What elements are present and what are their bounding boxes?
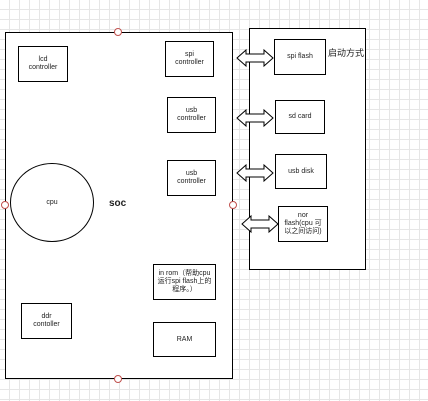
boot-title: 启动方式 bbox=[328, 48, 365, 58]
spi-flash-box[interactable]: spi flash bbox=[274, 39, 326, 75]
in-rom-label: in rom（帮助cpu 运行spi flash上的 程序。） bbox=[157, 270, 212, 293]
ram-label: RAM bbox=[176, 335, 193, 343]
usb-controller-label-2: usb controller bbox=[177, 170, 206, 185]
double-arrow-nor[interactable] bbox=[241, 214, 279, 234]
double-arrow-usb[interactable] bbox=[236, 163, 274, 183]
resize-handle-right[interactable] bbox=[229, 201, 237, 209]
sd-card-box[interactable]: sd card bbox=[275, 100, 325, 134]
lcd-controller-box[interactable]: lcd controller bbox=[18, 46, 68, 82]
usb-controller-box-1[interactable]: usb controller bbox=[167, 97, 216, 133]
nor-flash-label: nor flash(cpu 可 以之间访问) bbox=[284, 212, 322, 235]
resize-handle-bottom[interactable] bbox=[114, 375, 122, 383]
ddr-controller-label: ddr contoller bbox=[33, 313, 60, 328]
double-arrow-sd[interactable] bbox=[236, 108, 274, 128]
spi-controller-box[interactable]: spi controller bbox=[165, 41, 214, 77]
usb-disk-label: usb disk bbox=[288, 167, 314, 175]
in-rom-box[interactable]: in rom（帮助cpu 运行spi flash上的 程序。） bbox=[153, 264, 216, 300]
usb-disk-box[interactable]: usb disk bbox=[275, 154, 327, 189]
sd-card-label: sd card bbox=[288, 113, 312, 120]
spi-controller-label: spi controller bbox=[175, 51, 204, 66]
resize-handle-top[interactable] bbox=[114, 28, 122, 36]
usb-controller-label-1: usb controller bbox=[177, 107, 206, 122]
soc-label: soc bbox=[109, 198, 127, 209]
spi-flash-label: spi flash bbox=[287, 53, 313, 60]
nor-flash-box[interactable]: nor flash(cpu 可 以之间访问) bbox=[278, 206, 328, 242]
usb-controller-box-2[interactable]: usb controller bbox=[167, 160, 216, 196]
ram-box[interactable]: RAM bbox=[153, 322, 216, 357]
cpu-label: cpu bbox=[46, 199, 58, 206]
resize-handle-left[interactable] bbox=[1, 201, 9, 209]
cpu-ellipse[interactable]: cpu bbox=[10, 163, 94, 242]
lcd-controller-label: lcd controller bbox=[28, 56, 58, 71]
double-arrow-spi[interactable] bbox=[236, 48, 274, 68]
ddr-controller-box[interactable]: ddr contoller bbox=[21, 303, 72, 339]
